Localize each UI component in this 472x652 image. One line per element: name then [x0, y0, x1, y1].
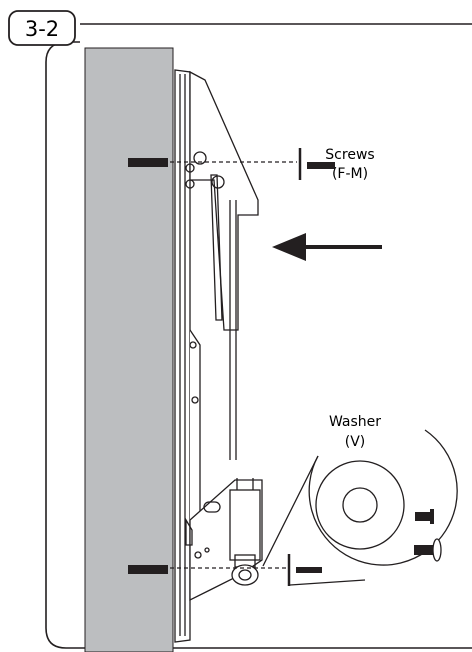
step-number: 3-2 [25, 17, 59, 41]
wall-screw-bottom [128, 565, 168, 574]
screw-icon [415, 509, 434, 524]
wall-panel [84, 47, 174, 652]
washer-detail [262, 429, 458, 586]
screws-code-label: (F-M) [332, 166, 368, 182]
step-frame [45, 23, 472, 649]
screws-label: Screws [325, 147, 374, 163]
washer-icon [315, 460, 405, 550]
wall-screw-top [128, 158, 168, 167]
washer-label: Washer [329, 414, 381, 430]
wall-bracket [174, 69, 263, 643]
step-badge: 3-2 [8, 10, 76, 46]
washer-code-label: (V) [345, 434, 366, 450]
screw-icon [287, 554, 322, 586]
screw-icon [298, 148, 335, 180]
screw-icon [414, 538, 442, 562]
left-arrow-icon [272, 233, 382, 261]
